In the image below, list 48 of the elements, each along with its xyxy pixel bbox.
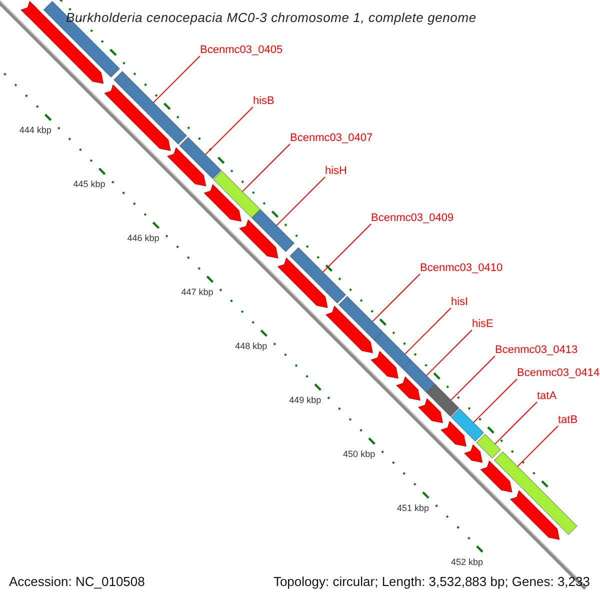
gene-label: tatA (537, 390, 557, 402)
gene-bar (290, 247, 346, 304)
gene-label: Bcenmc03_0409 (371, 212, 454, 224)
leader-line (404, 308, 452, 355)
leader-line (472, 378, 518, 424)
gene-bar (402, 360, 437, 394)
leader-line (372, 274, 420, 322)
leader-line (426, 330, 472, 376)
gene-bar (213, 170, 260, 218)
scale-label: 452 kbp (450, 556, 483, 567)
leader-line (516, 426, 558, 468)
gene-bar (338, 296, 383, 340)
gene-label: Bcenmc03_0414 (517, 367, 600, 379)
scale-label: 445 kbp (73, 179, 106, 190)
gene-label: hisI (451, 296, 468, 308)
gene-bar (450, 408, 484, 442)
title: Burkholderia cenocepacia MC0-3 chromosome 1, complete genome (66, 10, 476, 25)
scale-label: 449 kbp (289, 394, 322, 405)
gene-label: hisE (472, 318, 494, 330)
scale-label: 446 kbp (127, 233, 160, 243)
scale-label: 444 kbp (19, 125, 52, 136)
gene-label: Bcenmc03_0410 (420, 262, 503, 274)
gene-label: hisB (253, 95, 274, 107)
leader-line (322, 224, 372, 273)
leader-line (494, 402, 538, 445)
gene-label: Bcenmc03_0413 (495, 344, 578, 356)
accession-text: Accession: NC_010508 (9, 574, 145, 589)
leader-line (450, 356, 496, 401)
gene-bar (476, 434, 501, 458)
gene-bar (251, 209, 294, 252)
gene-bar (426, 384, 460, 417)
leader-line (242, 144, 290, 192)
gene-bar (179, 136, 222, 180)
gene-label: tatB (558, 414, 578, 426)
scale-label: 447 kbp (181, 286, 214, 297)
scale-label: 448 kbp (235, 340, 268, 351)
scale-label: 451 kbp (397, 502, 430, 513)
genome-info-text: Topology: circular; Length: 3,532,883 bp; Genes: 3,233 (273, 574, 590, 589)
gene-label: Bcenmc03_0405 (200, 44, 283, 56)
leader-line (204, 106, 254, 156)
gene-bar (114, 71, 187, 144)
leader-line (152, 56, 200, 104)
gene-label: hisH (325, 165, 348, 177)
leader-line (276, 176, 326, 226)
scale-label: 450 kbp (343, 448, 376, 459)
gene-bar (494, 452, 578, 535)
gene-bar (374, 331, 412, 369)
gene-label: Bcenmc03_0407 (290, 132, 373, 144)
